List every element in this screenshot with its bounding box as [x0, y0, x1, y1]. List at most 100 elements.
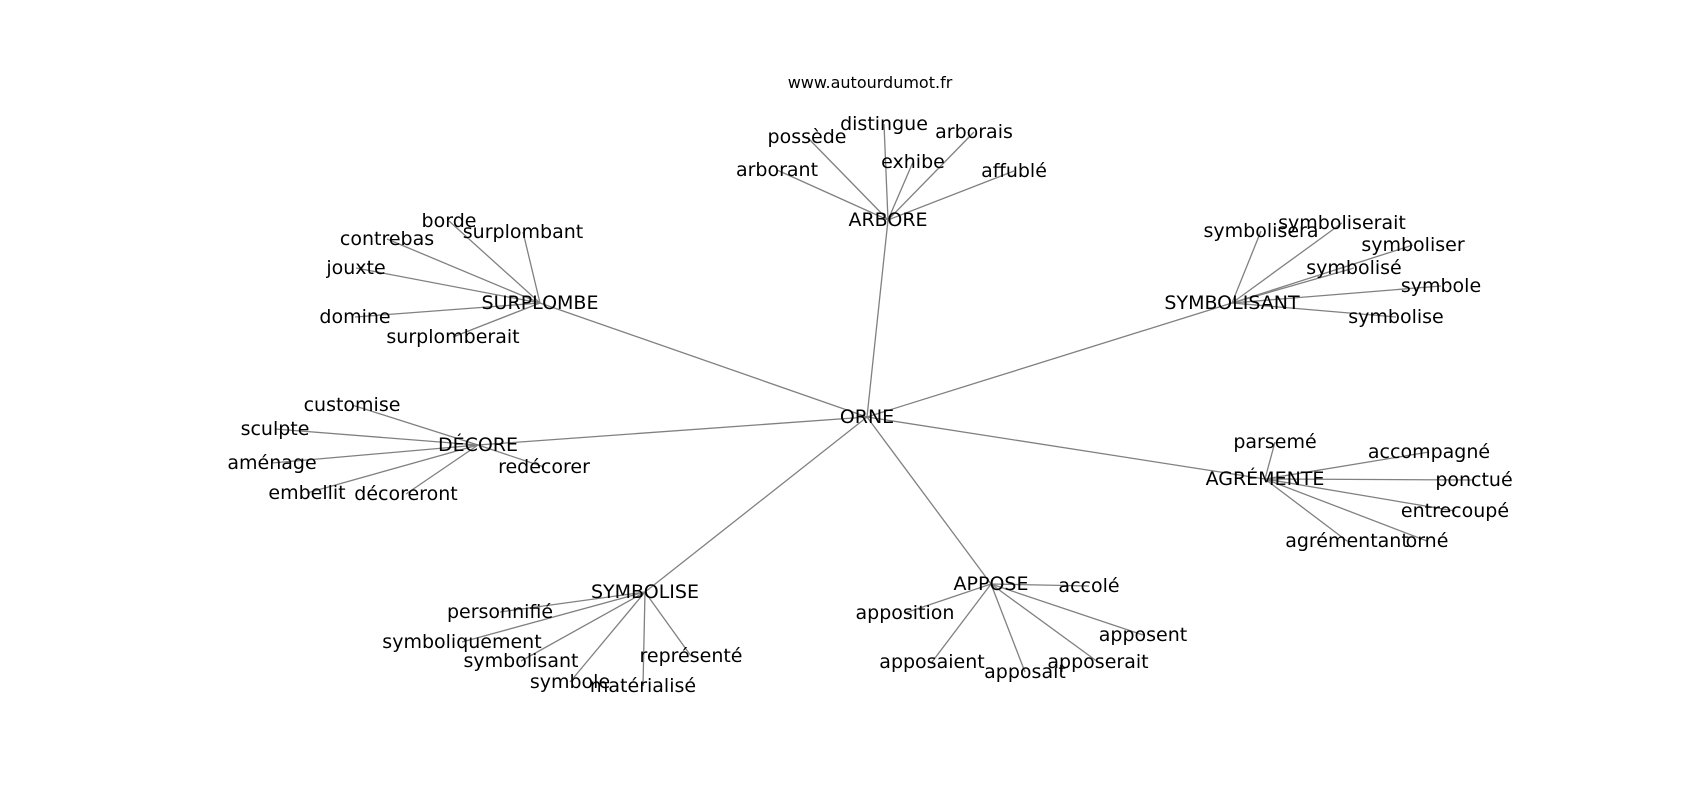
edge-surplombe-leaf [452, 302, 541, 338]
edge-decore-leaf [274, 428, 479, 446]
hub-node-arbore: ARBORE [848, 209, 927, 231]
edge-agremente-leaf [1264, 441, 1276, 480]
leaf-node: symboliquement [382, 631, 541, 653]
leaf-node: sculpte [241, 418, 310, 440]
edge-surplombe-leaf [354, 302, 541, 318]
edge-surplombe-leaf [355, 267, 541, 304]
edge-arbore-leaf [887, 161, 914, 221]
leaf-node: aménage [227, 452, 316, 474]
hub-node-agremente: AGRÉMENTE [1206, 467, 1325, 490]
edge-symbolisant-leaf [1231, 302, 1397, 318]
leaf-node: redécorer [498, 456, 590, 478]
leaf-node: agrémentant [1285, 530, 1409, 552]
edge-arbore-leaf [883, 123, 889, 221]
hub-node-symbolise: SYMBOLISE [591, 581, 699, 603]
edge-symbolise-leaf [520, 591, 646, 662]
edge-appose-leaf [990, 583, 1090, 587]
leaf-node: symbolisera [1204, 220, 1319, 242]
leaf-node: apposaient [879, 651, 984, 673]
edge-surplombe-leaf [386, 238, 541, 304]
leaf-node: entrecoupé [1401, 500, 1509, 522]
edge-agremente-leaf [1264, 478, 1456, 512]
edge-decore-leaf [306, 444, 479, 494]
hub-node-appose: APPOSE [954, 573, 1029, 595]
leaf-node: parsemé [1233, 431, 1316, 453]
edge-appose-leaf [990, 583, 1026, 673]
edge-arbore-leaf [776, 169, 889, 221]
edge-arbore-leaf [887, 170, 1015, 221]
leaf-node: symbole [530, 671, 610, 693]
leaf-node: symbole [1401, 275, 1481, 297]
edge-center-agremente [866, 416, 1266, 480]
hub-node-decore: DÉCORE [438, 433, 518, 456]
leaf-node: symboliser [1361, 234, 1464, 256]
leaf-node: orné [1406, 530, 1449, 552]
edge-decore-leaf [271, 444, 479, 464]
leaf-node: domine [319, 306, 390, 328]
leaf-node: jouxte [325, 257, 385, 279]
edge-appose-leaf [990, 583, 1144, 636]
edge-arbore-leaf [887, 131, 975, 221]
leaf-node: apposent [1099, 624, 1187, 646]
leaf-node: affublé [981, 160, 1047, 182]
leaf-node: arborais [935, 121, 1013, 143]
edge-symbolisant-leaf [1231, 285, 1442, 304]
edge-symbolise-leaf [644, 591, 692, 657]
leaf-node: surplomberait [386, 326, 519, 348]
edge-symbolisant-leaf [1231, 244, 1414, 304]
leaf-node: surplombant [463, 221, 583, 243]
leaf-node: borde [422, 210, 477, 232]
leaf-node: embellit [268, 482, 345, 504]
edge-symbolisant-leaf [1231, 230, 1262, 304]
leaf-node: arborant [736, 159, 818, 181]
edge-center-arbore [866, 219, 889, 418]
hub-node-surplombe: SURPLOMBE [482, 292, 599, 314]
graph-edges [271, 123, 1475, 687]
leaf-node: décoreront [354, 483, 457, 505]
leaf-node: apposition [856, 602, 955, 624]
leaf-node: possède [768, 126, 847, 148]
center-node: ORNE [840, 406, 894, 428]
edge-appose-leaf [931, 583, 992, 663]
leaf-node: symbolisé [1306, 257, 1401, 279]
edge-agremente-leaf [1264, 478, 1475, 481]
leaf-node: symbolisant [464, 650, 579, 672]
edge-symbolise-leaf [461, 591, 646, 643]
leaf-node: distingue [840, 113, 928, 135]
edge-center-appose [866, 416, 992, 585]
edge-surplombe-leaf [522, 231, 541, 304]
edge-decore-leaf [405, 444, 479, 495]
leaf-node: exhibe [881, 151, 945, 173]
leaf-node: contrebas [340, 228, 434, 250]
edge-agremente-leaf [1264, 478, 1348, 542]
leaf-node: accompagné [1368, 441, 1490, 463]
edge-surplombe-leaf [448, 220, 541, 304]
leaf-node: apposait [984, 661, 1066, 683]
leaf-node: ponctué [1435, 469, 1512, 491]
leaf-node: customise [304, 394, 401, 416]
leaf-node: accolé [1058, 575, 1119, 597]
edge-symbolisant-leaf [1231, 222, 1343, 304]
edge-decore-leaf [351, 404, 479, 446]
leaf-node: apposerait [1047, 651, 1148, 673]
leaf-node: représenté [640, 645, 743, 667]
edge-center-decore [477, 416, 868, 446]
edge-agremente-leaf [1264, 478, 1428, 542]
leaf-node: matérialisé [590, 675, 696, 697]
leaf-node: personnifié [447, 601, 553, 623]
edge-center-surplombe [539, 302, 868, 418]
edge-symbolisant-leaf [1231, 267, 1355, 304]
leaf-node: symboliserait [1278, 212, 1406, 234]
leaf-node: symbolise [1348, 306, 1443, 328]
edge-symbolise-leaf [499, 591, 646, 613]
edge-appose-leaf [904, 583, 992, 614]
hub-node-symbolisant: SYMBOLISANT [1164, 292, 1300, 314]
edge-symbolise-leaf [569, 591, 646, 683]
edge-center-symbolisant [866, 302, 1233, 418]
edge-appose-leaf [990, 583, 1099, 663]
edge-arbore-leaf [806, 136, 889, 221]
edge-decore-leaf [477, 444, 545, 468]
edge-agremente-leaf [1264, 451, 1430, 480]
